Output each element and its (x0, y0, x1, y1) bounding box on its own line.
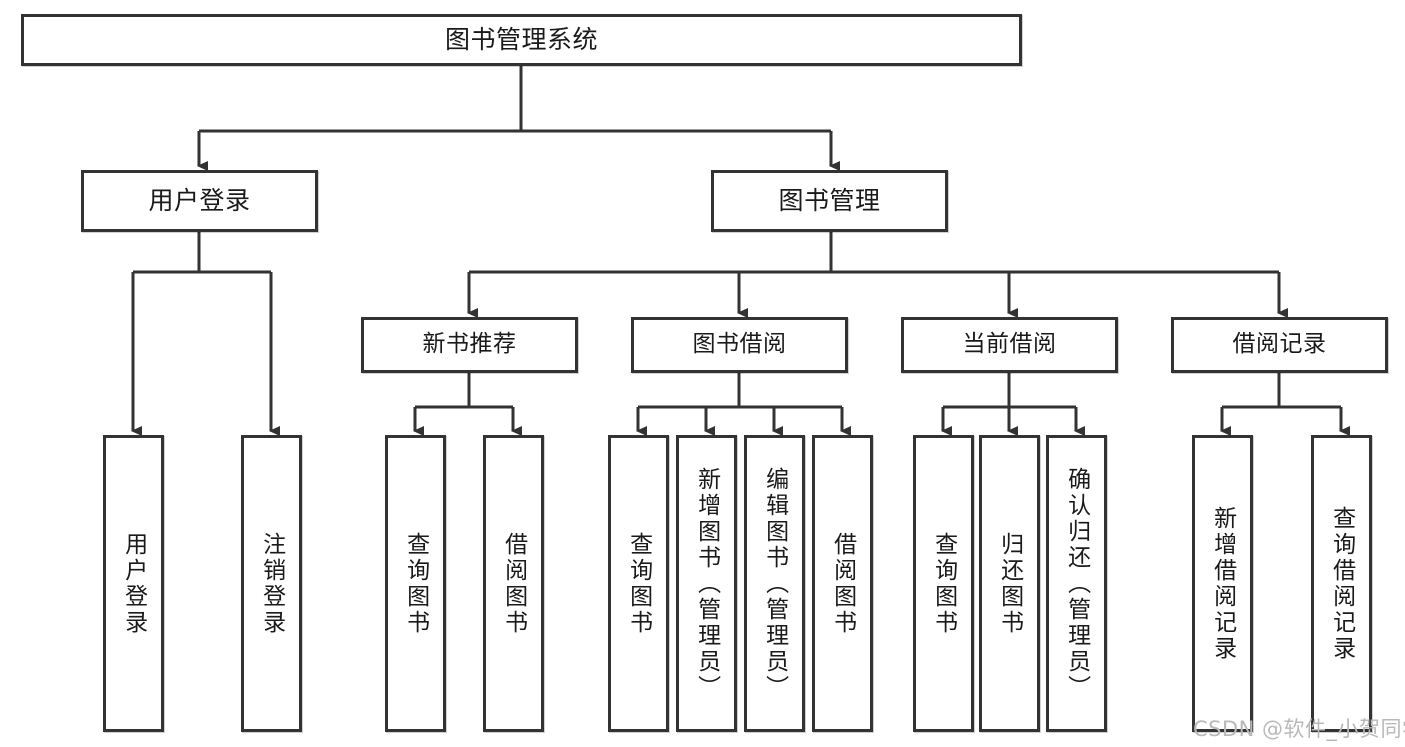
node-label: 查询图书 (625, 531, 652, 636)
node-label: 当前借阅 (962, 331, 1057, 358)
node-label: 图书管理 (778, 186, 881, 215)
node-book-management-system[interactable]: 图书管理系统 (21, 14, 1022, 66)
leaf-new-book-borrow-book[interactable]: 借阅图书 (483, 435, 544, 732)
leaf-user-login-logout[interactable]: 注销登录 (241, 435, 302, 732)
node-label: 新书推荐 (422, 331, 517, 358)
node-label: 借阅图书 (500, 531, 527, 636)
watermark-csdn: CSDN @软件_小贺同学 (1193, 717, 1405, 741)
leaf-borrow-record-query-record[interactable]: 查询借阅记录 (1311, 435, 1372, 732)
node-label: 图书借阅 (692, 331, 787, 358)
leaf-current-borrow-query-book[interactable]: 查询图书 (913, 435, 974, 732)
node-label: 新增借阅记录 (1209, 505, 1236, 662)
leaf-book-borrow-query-book[interactable]: 查询图书 (608, 435, 669, 732)
node-book-management[interactable]: 图书管理 (711, 170, 948, 232)
leaf-borrow-record-add-record[interactable]: 新增借阅记录 (1192, 435, 1253, 732)
leaf-current-borrow-return-book[interactable]: 归还图书 (979, 435, 1040, 732)
leaf-book-borrow-add-book[interactable]: 新增图书（管理员） (676, 435, 737, 732)
node-label: 用户登录 (120, 531, 147, 636)
node-label: 归还图书 (996, 531, 1023, 636)
leaf-new-book-query-book[interactable]: 查询图书 (385, 435, 446, 732)
node-label: 编辑图书（管理员） (761, 466, 788, 701)
node-user-login[interactable]: 用户登录 (81, 170, 318, 232)
leaf-current-borrow-confirm-return[interactable]: 确认归还（管理员） (1046, 435, 1107, 732)
node-label: 用户登录 (148, 186, 251, 215)
node-label: 确认归还（管理员） (1063, 466, 1090, 701)
leaf-book-borrow-edit-book[interactable]: 编辑图书（管理员） (744, 435, 805, 732)
node-label: 图书管理系统 (444, 25, 598, 54)
node-label: 注销登录 (258, 531, 285, 636)
leaf-book-borrow-borrow-book[interactable]: 借阅图书 (812, 435, 873, 732)
node-label: 查询图书 (930, 531, 957, 636)
node-label: 借阅记录 (1232, 331, 1327, 358)
node-new-book-recommend[interactable]: 新书推荐 (361, 317, 578, 373)
node-book-borrow[interactable]: 图书借阅 (631, 317, 848, 373)
node-label: 借阅图书 (829, 531, 856, 636)
node-label: 查询图书 (402, 531, 429, 636)
node-label: 新增图书（管理员） (693, 466, 720, 701)
node-label: 查询借阅记录 (1328, 505, 1355, 662)
leaf-user-login-login[interactable]: 用户登录 (103, 435, 164, 732)
node-current-borrow[interactable]: 当前借阅 (901, 317, 1118, 373)
node-borrow-record[interactable]: 借阅记录 (1171, 317, 1388, 373)
